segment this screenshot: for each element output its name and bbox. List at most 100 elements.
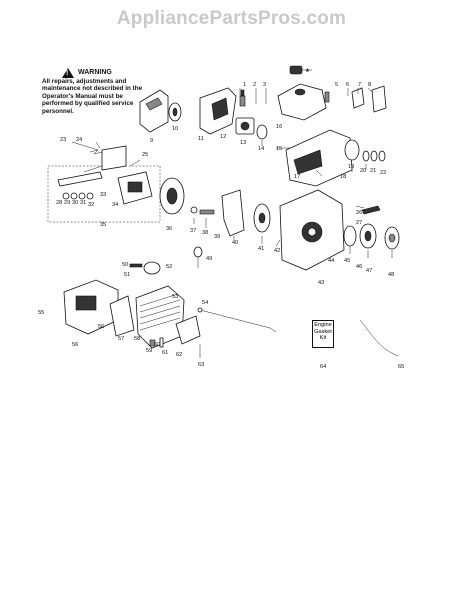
part-48-cup xyxy=(384,226,400,250)
callout-10: 10 xyxy=(172,126,178,132)
part-56-muffler xyxy=(63,279,119,335)
callout-3: 3 xyxy=(263,82,266,88)
part-7-cap xyxy=(351,87,365,109)
part-9-handle-cover xyxy=(139,89,169,133)
part-46-drum xyxy=(359,223,377,249)
part-28-32-hardware xyxy=(62,192,94,200)
callout-25: 25 xyxy=(142,152,148,158)
callout-38: 38 xyxy=(202,230,208,236)
part-8-filter xyxy=(371,85,387,113)
callout-20: 20 xyxy=(360,168,366,174)
callout-63: 63 xyxy=(198,362,204,368)
part-14-gasket xyxy=(256,124,268,140)
callout-42: 42 xyxy=(274,248,280,254)
callout-37: 37 xyxy=(190,228,196,234)
callout-23: 23 xyxy=(60,137,66,143)
callout-54: 54 xyxy=(202,300,208,306)
callout-44: 44 xyxy=(328,258,334,264)
part-57-shield xyxy=(109,295,135,337)
part-fuel-tank xyxy=(277,83,327,121)
callout-21: 21 xyxy=(370,168,376,174)
warning-title: WARNING xyxy=(78,69,112,77)
callout-29: 29 xyxy=(64,200,70,206)
callout-55: 55 xyxy=(38,310,44,316)
part-54-cable xyxy=(197,307,277,333)
callout-13: 13 xyxy=(240,140,246,146)
part-41-pulley xyxy=(253,203,271,233)
callout-65: 65 xyxy=(398,364,404,370)
callout-45: 45 xyxy=(344,258,350,264)
callout-6: 6 xyxy=(346,82,349,88)
callout-60: 60 xyxy=(154,342,160,348)
callout-56b: 56 xyxy=(72,342,78,348)
warning-heading: ! WARNING xyxy=(62,68,146,78)
callout-32: 32 xyxy=(88,202,94,208)
callout-33: 33 xyxy=(100,192,106,198)
part-24-spring xyxy=(89,149,103,155)
part-37-nut xyxy=(190,206,198,214)
callout-7: 7 xyxy=(358,82,361,88)
callout-5: 5 xyxy=(335,82,338,88)
callout-4-star: ★ xyxy=(305,67,310,74)
part-49-spark-boot xyxy=(193,246,203,268)
engine-gasket-kit-box: Engine Gasket Kit xyxy=(312,320,334,348)
callout-53: 53 xyxy=(172,294,178,300)
callout-57: 57 xyxy=(118,336,124,342)
callout-40: 40 xyxy=(232,240,238,246)
callout-27: 27 xyxy=(356,220,362,226)
callout-36: 36 xyxy=(166,226,172,232)
callout-12: 12 xyxy=(220,134,226,140)
callout-46: 46 xyxy=(356,264,362,270)
warning-icon: ! xyxy=(62,68,74,78)
part-27-pull-handle xyxy=(361,205,381,215)
callout-49: 49 xyxy=(206,256,212,262)
callout-43: 43 xyxy=(318,280,324,286)
part-42-starter-housing xyxy=(279,189,345,271)
part-6-valve xyxy=(324,91,330,103)
part-10-bushing xyxy=(168,102,182,122)
part-39-shaft xyxy=(199,209,215,215)
part-62-ignition-module xyxy=(175,315,201,345)
part-4-switch xyxy=(289,65,312,75)
part-18-ring xyxy=(344,139,360,161)
callout-16: 16 xyxy=(276,124,282,130)
part-33-arm xyxy=(57,171,103,187)
callout-52: 52 xyxy=(166,264,172,270)
callout-9: 9 xyxy=(150,138,153,144)
part-34-coil xyxy=(117,171,153,205)
part-59-fitting xyxy=(149,339,156,347)
callout-56a: 56 xyxy=(98,324,104,330)
callout-22: 22 xyxy=(380,170,386,176)
callout-14: 14 xyxy=(258,146,264,152)
callout-64: 64 xyxy=(320,364,326,370)
warning-note: ! WARNING All repairs, adjustments and m… xyxy=(42,68,146,115)
warning-body: All repairs, adjustments and maintenance… xyxy=(42,78,143,115)
part-36-flywheel xyxy=(159,177,185,215)
part-61-screw xyxy=(159,337,164,348)
leader-lines xyxy=(71,87,393,258)
callout-30: 30 xyxy=(72,200,78,206)
callout-50: 50 xyxy=(122,262,128,268)
callout-47: 47 xyxy=(366,268,372,274)
callout-26: 26 xyxy=(356,210,362,216)
part-11-housing xyxy=(199,87,237,135)
part-19-washers xyxy=(362,150,386,162)
callout-59: 59 xyxy=(146,348,152,354)
part-45-clutch xyxy=(343,225,357,247)
part-40-guard xyxy=(221,189,245,237)
callout-48: 48 xyxy=(388,272,394,278)
callout-31: 31 xyxy=(80,200,86,206)
callout-58: 58 xyxy=(134,336,140,342)
callout-18: 18 xyxy=(340,174,346,180)
callout-24: 24 xyxy=(76,137,82,143)
watermark: AppliancePartsPros.com xyxy=(116,8,347,29)
callout-1: 1 xyxy=(243,82,246,88)
part-13-carburetor xyxy=(235,117,255,135)
part-25-bracket xyxy=(101,145,127,171)
callout-15: 15 xyxy=(276,146,282,152)
callout-17: 17 xyxy=(294,174,300,180)
callout-35: 35 xyxy=(100,222,106,228)
callout-2: 2 xyxy=(253,82,256,88)
callout-62: 62 xyxy=(176,352,182,358)
callout-51: 51 xyxy=(124,272,130,278)
